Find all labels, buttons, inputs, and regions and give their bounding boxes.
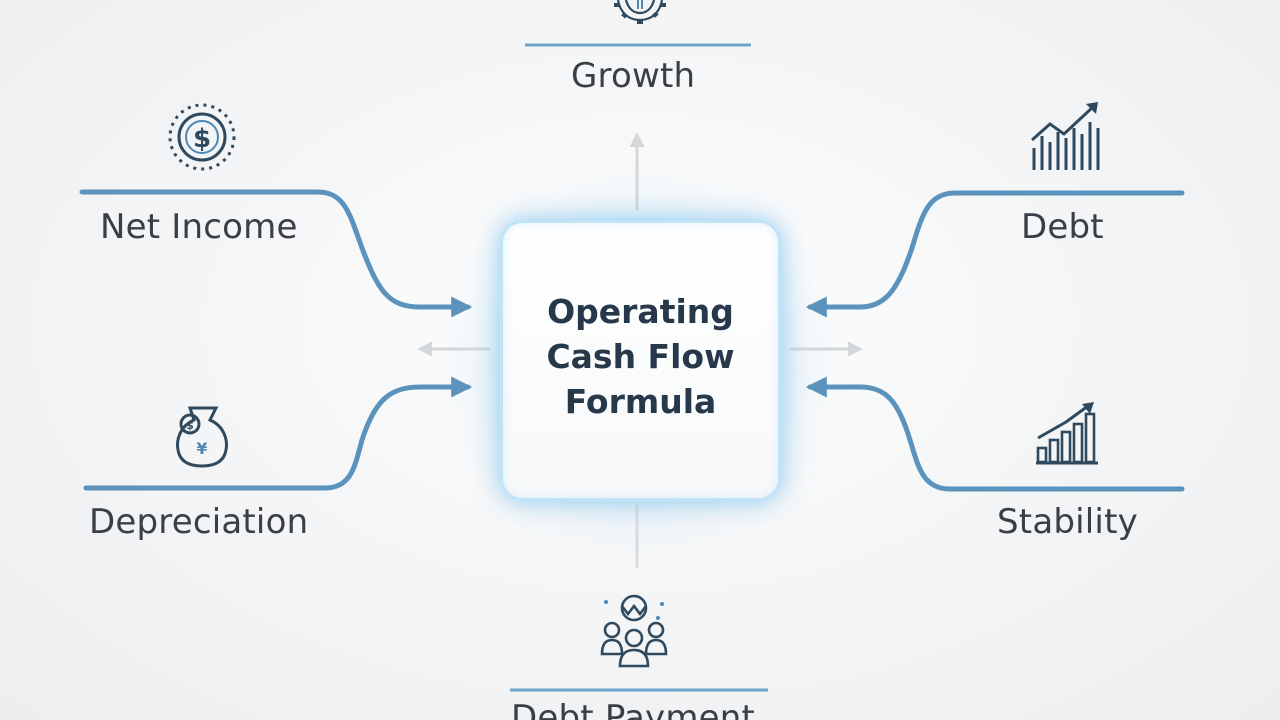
svg-text:¥: ¥ (196, 439, 207, 458)
stability-label: Stability (997, 502, 1138, 542)
svg-text:$: $ (186, 419, 194, 432)
money-bag-icon: $ ¥ (176, 406, 228, 468)
depreciation-connector (83, 376, 473, 491)
center-formula-box: Operating Cash Flow Formula (500, 220, 781, 501)
debt-label: Debt (1021, 207, 1104, 247)
net-income-connector (79, 189, 473, 318)
dollar-coin-icon: $ (168, 103, 236, 171)
debt-payment-label: Debt Payment (511, 698, 756, 720)
svg-text:$: $ (193, 124, 211, 154)
gear-dollar-icon (614, 0, 666, 24)
bar-chart-rising-icon (1036, 402, 1098, 465)
growth-label: Growth (571, 56, 696, 96)
net-income-label: Net Income (100, 207, 298, 247)
people-group-icon (600, 594, 668, 668)
bar-chart-up-icon (1031, 102, 1100, 170)
stability-connector (805, 376, 1185, 492)
debt-connector (805, 190, 1185, 318)
center-title: Operating Cash Flow Formula (546, 292, 735, 421)
depreciation-label: Depreciation (89, 502, 309, 542)
